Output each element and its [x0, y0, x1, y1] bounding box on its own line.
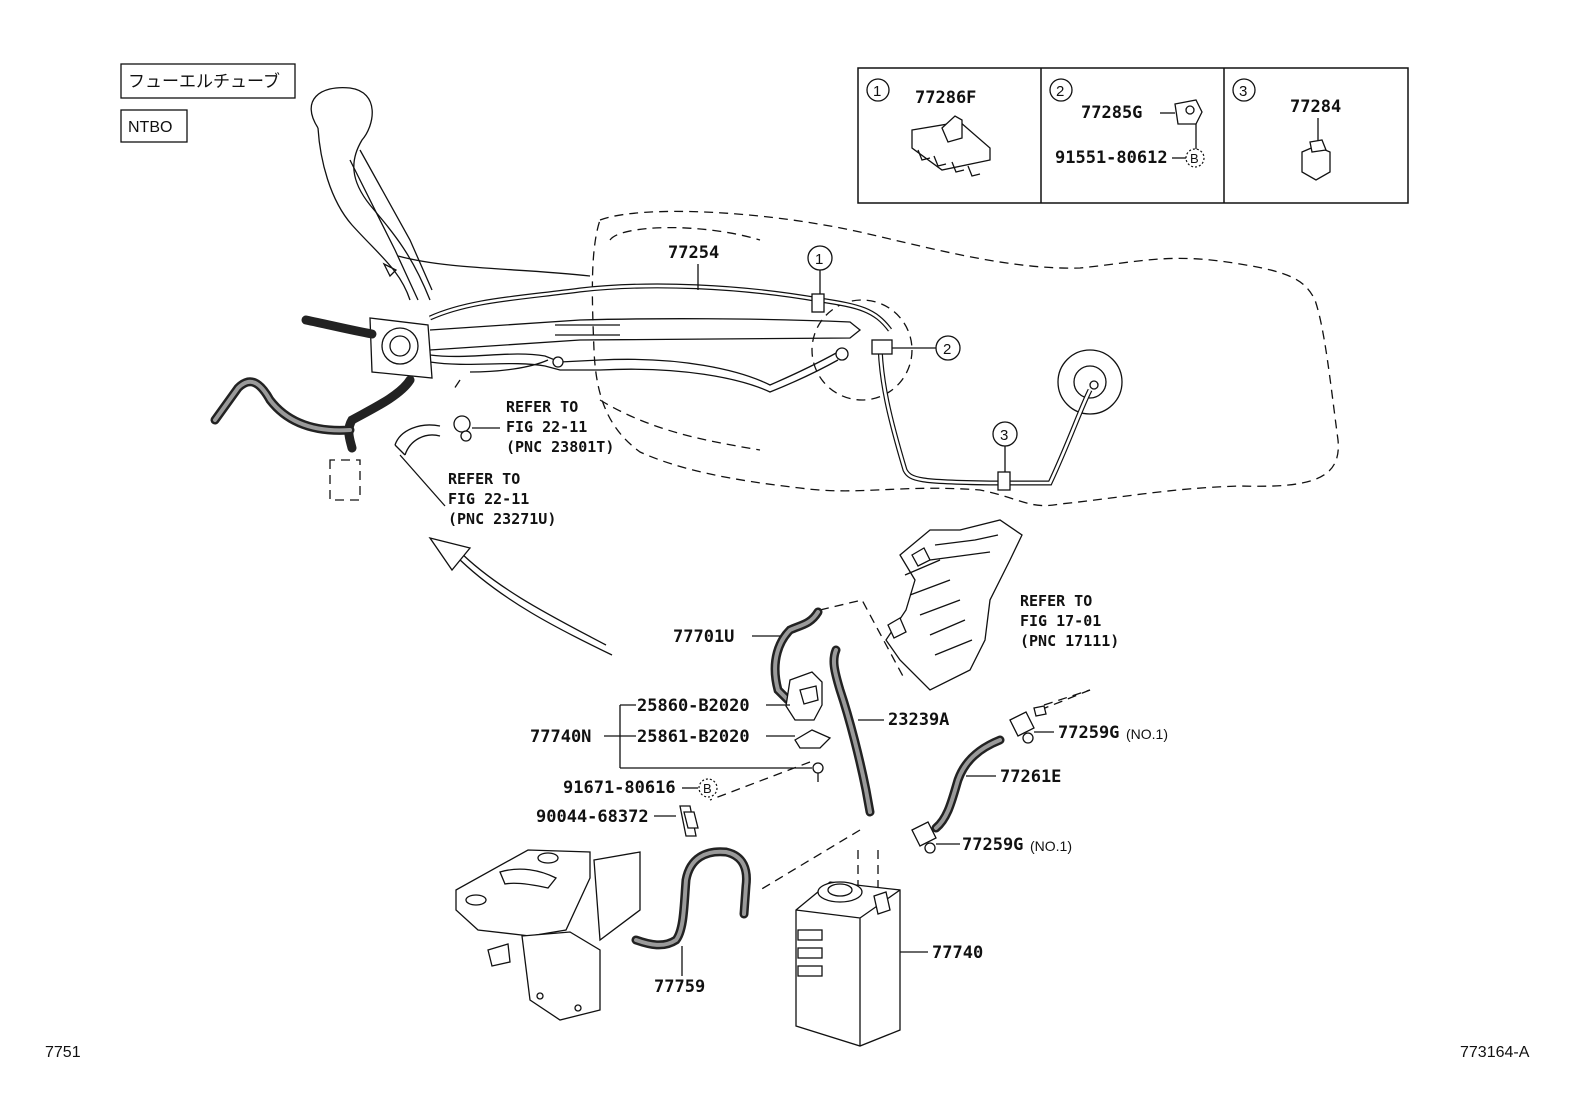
svg-text:1: 1 [815, 251, 823, 268]
svg-text:NTBO: NTBO [128, 119, 172, 136]
tube-left-extension [451, 359, 549, 393]
svg-text:フューエルチューブ: フューエルチューブ [128, 71, 280, 91]
clamp-1-marker [811, 293, 825, 313]
reference-17111: REFER TO FIG 17-01 (PNC 17111) [1020, 592, 1119, 650]
detail-box: 1 77286F 2 77285G 91551-80612 B [857, 67, 1409, 204]
hose-23239A: 23239A [829, 645, 949, 817]
group-77740N: 25860-B2020 25861-B2020 77740N [530, 696, 812, 769]
label-77740: 77740 [932, 943, 983, 963]
clamp-77286F-icon [911, 115, 991, 177]
circle-callout-2 [1049, 78, 1073, 102]
detail-cell-1: 1 77286F [866, 78, 991, 177]
fuel-tank-outline [591, 210, 1339, 507]
tube-return [429, 347, 849, 393]
footer-right-code: 773164-A [1460, 1044, 1530, 1061]
detail-cell-3: 3 77284 [1232, 78, 1341, 181]
svg-text:FIG 22-11: FIG 22-11 [448, 490, 529, 508]
svg-text:REFER TO: REFER TO [448, 470, 520, 488]
hose-77701U: 77701U [673, 607, 823, 705]
filler-pipe [310, 86, 591, 301]
clip-90044: 90044-68372 [536, 805, 699, 837]
label-77740N: 77740N [530, 727, 591, 747]
valve-bracket [794, 729, 832, 782]
label-77261E: 77261E [1000, 767, 1061, 787]
vsv-valve [785, 671, 823, 721]
svg-text:2: 2 [943, 341, 951, 358]
bolt-91671: 91671-80616 B [563, 778, 718, 798]
circle-callout-1 [866, 78, 890, 102]
footer-left-code: 7751 [45, 1044, 81, 1061]
label-91671-80616: 91671-80616 [563, 778, 676, 798]
detail-part-91551-80612: 91551-80612 [1055, 148, 1168, 168]
svg-text:3: 3 [1000, 427, 1008, 444]
detail-part-77286F: 77286F [915, 88, 976, 108]
label-90044-68372: 90044-68372 [536, 807, 649, 827]
clip-77284-icon [1301, 139, 1331, 181]
tube-to-sender [877, 339, 1093, 486]
hose-23271U [394, 415, 472, 456]
svg-text:REFER TO: REFER TO [1020, 592, 1092, 610]
tube-main-pipe [429, 318, 862, 351]
label-25860-B2020: 25860-B2020 [637, 696, 750, 716]
hose-77261E: 77261E [931, 735, 1061, 833]
reference-23271U: REFER TO FIG 22-11 (PNC 23271U) [399, 454, 556, 528]
mounting-bracket [455, 849, 641, 1021]
canister-77740: 77740 [795, 881, 983, 1047]
clamp-77259G-upper: 77259G (NO.1) [1009, 689, 1168, 744]
clamp-2-marker [871, 339, 893, 355]
svg-text:(PNC 23271U): (PNC 23271U) [448, 510, 556, 528]
detail-part-77284: 77284 [1290, 97, 1341, 117]
svg-text:(PNC 17111): (PNC 17111) [1020, 632, 1119, 650]
svg-text:FIG 17-01: FIG 17-01 [1020, 612, 1101, 630]
svg-text:(PNC 23801T): (PNC 23801T) [506, 438, 614, 456]
detail-num-3: 3 [1239, 83, 1247, 100]
label-77259G-1: 77259G [1058, 723, 1119, 743]
label-23239A: 23239A [888, 710, 949, 730]
callout-2: 2 [892, 335, 961, 361]
detail-part-77285G: 77285G [1081, 103, 1142, 123]
filler-neck [301, 315, 433, 453]
tube-77254 [428, 283, 892, 332]
svg-text:(NO.1): (NO.1) [1126, 726, 1168, 742]
label-77701U: 77701U [673, 627, 734, 647]
hose-77759: 77759 [631, 847, 751, 997]
detail-num-2: 2 [1056, 83, 1064, 100]
circle-callout-3 [1232, 78, 1256, 102]
clamp-3-marker [997, 471, 1011, 491]
label-77259G-2: 77259G [962, 835, 1023, 855]
svg-text:(NO.1): (NO.1) [1030, 838, 1072, 854]
detail-num-1: 1 [873, 83, 881, 100]
breather-hose [210, 377, 361, 501]
fuel-tube-tag: フューエルチューブ [120, 63, 296, 99]
clamp-77259G-lower: 77259G (NO.1) [911, 821, 1072, 855]
callout-1: 1 [807, 245, 833, 294]
callout-3: 3 [992, 421, 1018, 472]
label-25861-B2020: 25861-B2020 [637, 727, 750, 747]
intake-manifold [885, 519, 1023, 691]
svg-text:REFER TO: REFER TO [506, 398, 578, 416]
label-77254: 77254 [668, 243, 719, 263]
svg-text:FIG 22-11: FIG 22-11 [506, 418, 587, 436]
detail-mark-b: B [1190, 151, 1199, 166]
ntbo-tag: NTBO [120, 109, 188, 143]
svg-text:B: B [703, 781, 712, 796]
clamp-77285G-icon [1174, 99, 1203, 125]
reference-23801T: REFER TO FIG 22-11 (PNC 23801T) [472, 398, 614, 456]
detail-cell-2: 2 77285G 91551-80612 B [1049, 78, 1205, 168]
direction-arrow [428, 536, 613, 656]
label-77759: 77759 [654, 977, 705, 997]
mark-b-circle [1185, 148, 1205, 168]
